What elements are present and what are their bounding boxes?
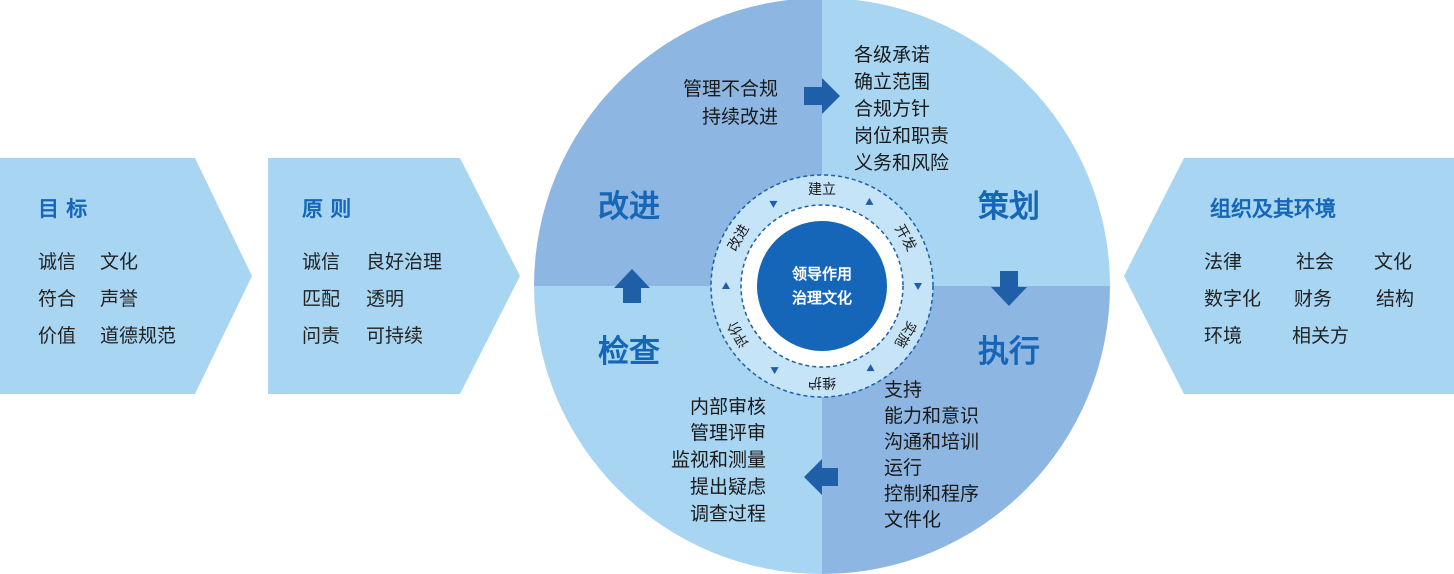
core-line-2: 治理文化 <box>792 289 852 307</box>
check-item: 监视和测量 <box>671 449 766 471</box>
improve-items: 管理不合规 持续改进 <box>683 78 778 128</box>
check-items: 内部审核 管理评审 监视和测量 提出疑虑 调查过程 <box>671 396 766 525</box>
principles-item: 诚信 <box>302 251 340 273</box>
quadrant-improve-title: 改进 <box>598 189 660 225</box>
quadrant-check-title: 检查 <box>598 334 660 370</box>
plan-items: 各级承诺 确立范围 合规方针 岗位和职责 义务和风险 <box>854 44 949 174</box>
plan-item: 确立范围 <box>854 71 930 93</box>
do-item: 文件化 <box>884 509 941 531</box>
do-item: 运行 <box>884 457 922 479</box>
arrow-down-icon <box>991 271 1027 306</box>
ring-direction-icon <box>865 197 874 205</box>
organization-item: 环境 <box>1204 325 1242 347</box>
do-item: 能力和意识 <box>884 405 979 427</box>
do-item: 控制和程序 <box>884 483 979 505</box>
goals-item: 符合 <box>38 288 76 310</box>
check-item: 内部审核 <box>690 396 766 418</box>
organization-item: 社会 <box>1296 251 1334 273</box>
goals-item: 诚信 <box>38 251 76 273</box>
arrow-right-icon <box>804 78 840 114</box>
do-item: 沟通和培训 <box>884 431 979 453</box>
principles-item: 透明 <box>366 288 404 310</box>
principles-chevron <box>268 158 520 394</box>
ring-direction-icon <box>914 283 922 290</box>
check-item: 管理评审 <box>690 422 766 444</box>
quadrant-plan-title: 策划 <box>978 189 1040 225</box>
organization-item: 财务 <box>1294 288 1332 310</box>
ring-label: 维护 <box>808 374 836 390</box>
principles-item: 问责 <box>302 325 340 347</box>
ring-direction-icon <box>770 367 779 375</box>
organization-item: 结构 <box>1376 288 1414 310</box>
goals-item: 道德规范 <box>100 325 176 347</box>
improve-item: 持续改进 <box>702 106 778 128</box>
ring-direction-icon <box>769 200 778 208</box>
do-items: 支持 能力和意识 沟通和培训 运行 控制和程序 文件化 <box>884 379 979 531</box>
arrow-left-icon <box>804 459 838 495</box>
organization-item: 数字化 <box>1204 288 1261 310</box>
goals-panel: 目 标 诚信 文化 符合 声誉 价值 道德规范 <box>0 158 252 394</box>
ring-direction-icon <box>866 364 875 372</box>
improve-item: 管理不合规 <box>683 78 778 100</box>
core-line-1: 领导作用 <box>791 265 852 283</box>
principles-panel: 原 则 诚信 良好治理 匹配 透明 问责 可持续 <box>268 158 520 394</box>
organization-chevron <box>1124 158 1454 394</box>
plan-item: 岗位和职责 <box>854 125 949 147</box>
principles-item: 匹配 <box>302 288 340 310</box>
plan-item: 义务和风险 <box>854 152 949 174</box>
plan-item: 各级承诺 <box>854 44 930 66</box>
organization-item: 法律 <box>1204 251 1242 273</box>
principles-item: 可持续 <box>366 325 423 347</box>
organization-panel: 组织及其环境 法律 社会 文化 数字化 财务 结构 环境 相关方 <box>1124 158 1454 394</box>
ring-direction-icon <box>722 282 730 289</box>
goals-item: 声誉 <box>100 288 138 310</box>
goals-item: 文化 <box>100 251 138 273</box>
ring-label: 建立 <box>808 182 836 198</box>
organization-title: 组织及其环境 <box>1210 197 1336 221</box>
organization-item: 文化 <box>1374 251 1412 273</box>
quadrant-do-title: 执行 <box>978 334 1040 370</box>
check-item: 提出疑虑 <box>690 476 766 498</box>
arrow-up-icon <box>614 269 650 303</box>
goals-chevron <box>0 158 252 394</box>
leadership-core <box>757 221 887 351</box>
goals-title: 目 标 <box>38 197 87 221</box>
do-item: 支持 <box>884 379 922 401</box>
check-item: 调查过程 <box>690 503 766 525</box>
organization-item: 相关方 <box>1292 325 1349 347</box>
goals-item: 价值 <box>38 325 76 347</box>
plan-item: 合规方针 <box>854 98 930 120</box>
principles-item: 良好治理 <box>366 251 442 273</box>
principles-title: 原 则 <box>302 197 351 221</box>
